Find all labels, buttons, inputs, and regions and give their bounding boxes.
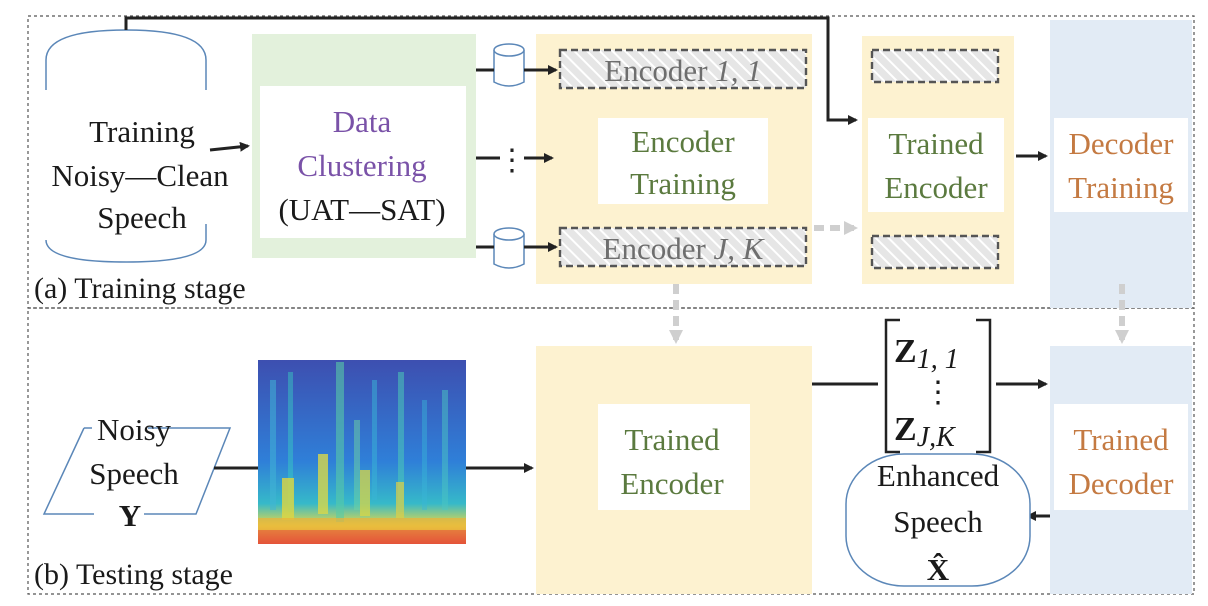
trained-encoder-top-slot — [870, 48, 1000, 84]
decoder-training-label-box — [1054, 118, 1188, 212]
training-input-line3: Speech — [97, 200, 187, 235]
noisy-input-shape-top — [42, 427, 94, 515]
bottom-cylinder-icon — [493, 227, 525, 269]
test-decoder-line1: Trained — [1073, 422, 1169, 457]
matrix-left-bracket — [884, 318, 900, 454]
enhanced-line2: Speech — [893, 504, 983, 539]
test-encoder-line1: Trained — [624, 422, 720, 457]
testing-stage-label: (b) Testing stage — [34, 558, 233, 591]
enhanced-speech-shape — [845, 453, 1031, 587]
clustering-line1: Data — [333, 104, 392, 139]
enhanced-line3: X̂ — [927, 552, 950, 587]
clustering-line2: Clustering — [297, 148, 426, 183]
trained-encoder-line1: Trained — [888, 126, 984, 161]
latent-top: Z1, 1 — [894, 333, 959, 375]
training-input-drum-bottom — [45, 224, 207, 263]
training-stage-label: (a) Training stage — [34, 272, 246, 305]
test-decoder-line2: Decoder — [1069, 466, 1175, 501]
noisy-input-line3: Y — [119, 498, 141, 533]
test-encoder-label-box — [598, 404, 750, 510]
encoder-training-line1: Encoder — [631, 124, 735, 159]
encoder-1-1-label: Encoder 1, 1 — [604, 53, 762, 88]
arrow-input-to-clustering — [209, 141, 250, 152]
training-input-drum-top — [45, 29, 207, 90]
trained-encoder-line2: Encoder — [884, 170, 988, 205]
encoder-training-label-box — [598, 118, 768, 204]
test-decoder-label-box — [1054, 404, 1188, 510]
noisy-input-line1: Noisy — [97, 412, 172, 447]
trained-encoder-bottom-slot — [870, 234, 1000, 270]
encoder-j-k-box — [558, 226, 808, 268]
matrix-right-bracket — [976, 318, 992, 454]
encoder-1-1-box — [558, 48, 808, 90]
spectrogram-image — [258, 360, 466, 544]
clustering-label-box — [260, 86, 466, 238]
test-encoder-line2: Encoder — [620, 466, 724, 501]
noisy-input-shape-bottom — [144, 427, 232, 515]
encoder-j-k-label: Encoder J, K — [603, 231, 766, 266]
latent-bottom: ZJ,K — [894, 411, 956, 453]
latent-dots: ⋮ — [923, 376, 953, 409]
trained-encoder-label-box — [868, 118, 1004, 212]
top-cylinder-icon — [493, 43, 525, 87]
training-input-line1: Training — [89, 114, 195, 149]
decoder-training-line1: Decoder — [1069, 126, 1175, 161]
decoder-training-line2: Training — [1068, 170, 1174, 205]
encoder-training-line2: Training — [630, 166, 736, 201]
clustering-line3: (UAT—SAT) — [278, 192, 445, 227]
encoder-ellipsis: ⋮ — [497, 144, 527, 177]
arrow-input-to-decoder — [124, 16, 858, 125]
enhanced-line1: Enhanced — [877, 458, 1000, 493]
training-input-line2: Noisy—Clean — [51, 158, 229, 193]
noisy-input-line2: Speech — [89, 456, 179, 491]
